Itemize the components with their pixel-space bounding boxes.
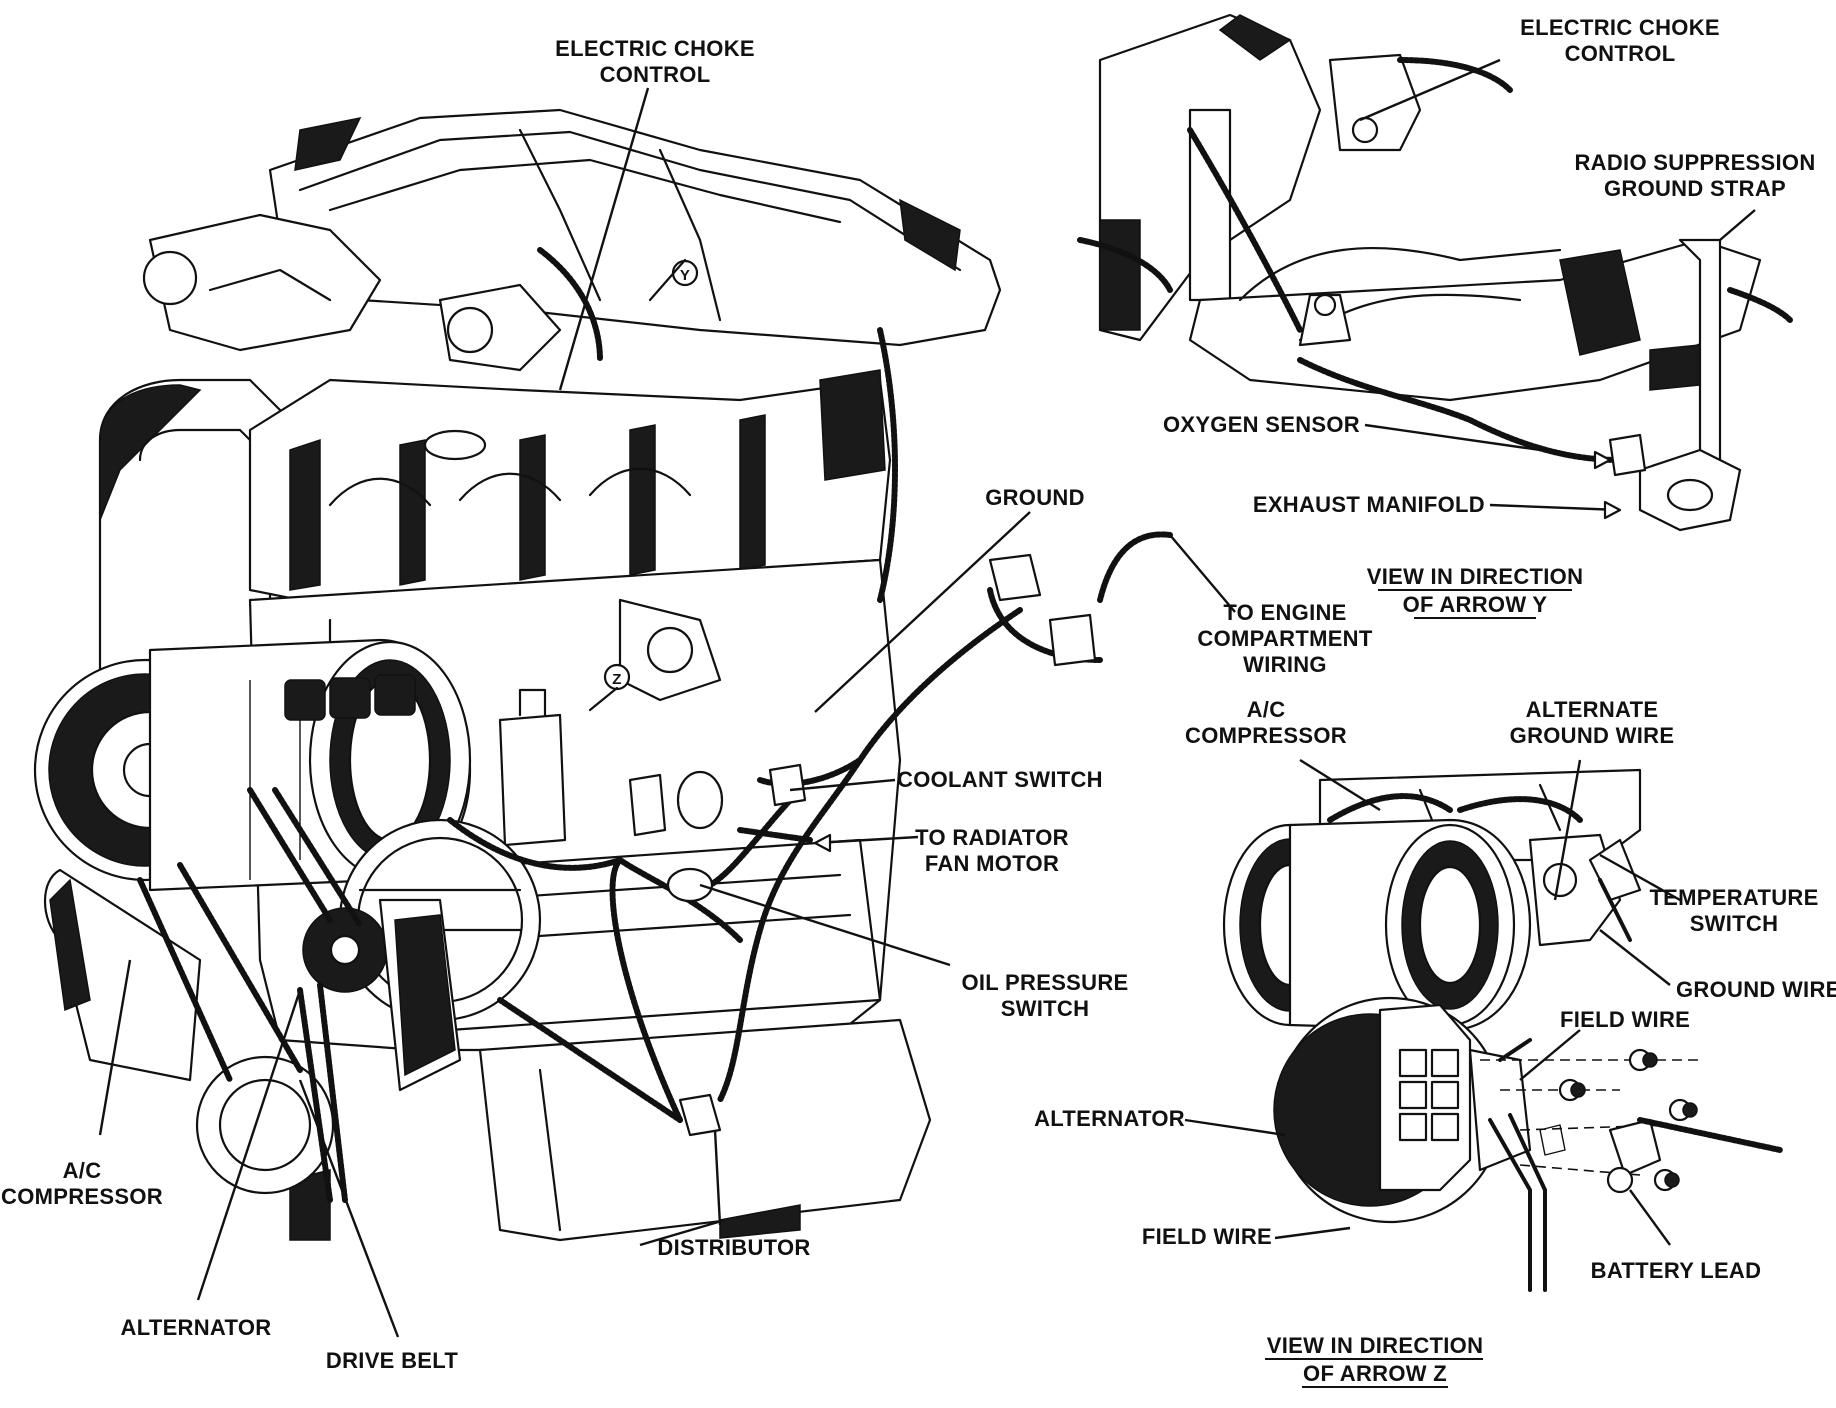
label-alternate-ground-1: ALTERNATE (1526, 697, 1659, 722)
label-view-z-2: OF ARROW Z (1303, 1361, 1447, 1386)
label-battery-lead: BATTERY LEAD (1591, 1258, 1762, 1283)
label-ac-compressor-z-1: A/C (1247, 697, 1286, 722)
label-electric-choke-main-2: CONTROL (600, 62, 711, 87)
main-engine-illustration: Y Z (33, 108, 1173, 1242)
label-drive-belt: DRIVE BELT (326, 1348, 458, 1373)
label-to-engine-1: TO ENGINE (1223, 600, 1346, 625)
label-alternator-main: ALTERNATOR (121, 1315, 272, 1340)
leader-lines (98, 58, 1756, 1338)
label-temperature-switch-2: SWITCH (1690, 911, 1779, 936)
label-oil-pressure-2: SWITCH (1001, 996, 1090, 1021)
label-electric-choke-y-1: ELECTRIC CHOKE (1520, 15, 1720, 40)
label-alternate-ground-2: GROUND WIRE (1510, 723, 1675, 748)
callout-labels: ELECTRIC CHOKE CONTROL GROUND TO ENGINE … (1, 15, 1836, 1388)
view-z-inset (1222, 768, 1783, 1292)
label-oxygen-sensor: OXYGEN SENSOR (1163, 412, 1360, 437)
label-ground: GROUND (985, 485, 1085, 510)
view-y-inset (1077, 13, 1793, 532)
label-to-radiator-2: FAN MOTOR (925, 851, 1059, 876)
label-exhaust-manifold: EXHAUST MANIFOLD (1253, 492, 1485, 517)
label-radio-suppression-1: RADIO SUPPRESSION (1574, 150, 1815, 175)
label-coolant-switch: COOLANT SWITCH (897, 767, 1103, 792)
label-field-wire-top: FIELD WIRE (1560, 1007, 1690, 1032)
label-radio-suppression-2: GROUND STRAP (1604, 176, 1786, 201)
label-ac-compressor-main-1: A/C (63, 1158, 102, 1183)
marker-z-text: Z (612, 671, 621, 688)
label-view-y-2: OF ARROW Y (1403, 592, 1548, 617)
label-to-radiator-1: TO RADIATOR (915, 825, 1069, 850)
label-ground-wire: GROUND WIRE (1676, 977, 1836, 1002)
label-to-engine-3: WIRING (1243, 652, 1327, 677)
label-temperature-switch-1: TEMPERATURE (1649, 885, 1818, 910)
label-electric-choke-main-1: ELECTRIC CHOKE (555, 36, 755, 61)
marker-y-text: Y (680, 267, 690, 284)
label-oil-pressure-1: OIL PRESSURE (961, 970, 1128, 995)
label-to-engine-2: COMPARTMENT (1197, 626, 1372, 651)
label-view-y-1: VIEW IN DIRECTION (1367, 564, 1584, 589)
label-distributor: DISTRIBUTOR (657, 1235, 810, 1260)
label-alternator-z: ALTERNATOR (1034, 1106, 1185, 1131)
label-ac-compressor-z-2: COMPRESSOR (1185, 723, 1347, 748)
label-ac-compressor-main-2: COMPRESSOR (1, 1184, 163, 1209)
label-view-z-1: VIEW IN DIRECTION (1267, 1333, 1484, 1358)
label-field-wire-bottom: FIELD WIRE (1142, 1224, 1272, 1249)
label-electric-choke-y-2: CONTROL (1565, 41, 1676, 66)
